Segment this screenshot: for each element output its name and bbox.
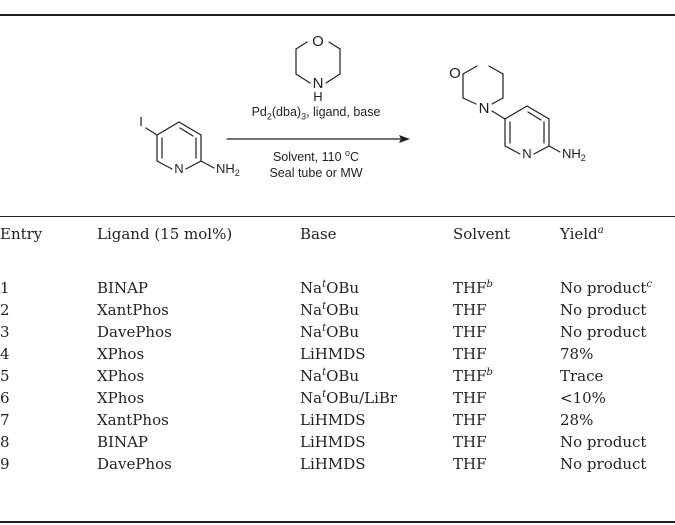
reagent-nitrogen-label: N (313, 75, 324, 92)
base-cell: NatOBu (300, 279, 360, 297)
yield-cell: 28% (560, 411, 594, 429)
table-row: 5 XPhos NatOBu THFb Trace (0, 367, 675, 389)
ligand-cell: XantPhos (97, 411, 169, 429)
table-row: 4 XPhos LiHMDS THF 78% (0, 345, 675, 367)
product-oxygen-label: O (449, 65, 461, 82)
base-cell: LiHMDS (300, 345, 366, 363)
conditions-line-3: Seal tube or MW (269, 166, 363, 180)
table-row: 1 BINAP NatOBu THFb No productc (0, 279, 675, 301)
yield-cell: <10% (560, 389, 606, 407)
solvent-cell: THFb (453, 279, 493, 297)
reaction-scheme: O N H I N NH2 O N N NH2 (139, 33, 586, 178)
ligand-cell: XantPhos (97, 301, 169, 319)
ligand-cell: DavePhos (97, 455, 172, 473)
top-rule (0, 14, 675, 16)
bottom-rule (0, 521, 675, 523)
product-ring-nitrogen-label: N (522, 146, 531, 161)
yield-cell: No product (560, 455, 647, 473)
ligand-cell: XPhos (97, 389, 145, 407)
header-solvent: Solvent (453, 225, 511, 243)
conditions-line-2: Solvent, 110 oC (272, 148, 360, 165)
table-row: 6 XPhos NatOBu/LiBr THF <10% (0, 389, 675, 411)
yield-cell: No product (560, 301, 647, 319)
solvent-cell: THF (453, 411, 487, 429)
entry-cell: 4 (0, 345, 10, 363)
ligand-cell: DavePhos (97, 323, 172, 341)
base-cell: NatOBu/LiBr (300, 389, 398, 407)
morpholine-reagent (295, 41, 341, 84)
solvent-cell: THF (453, 433, 487, 451)
header-base: Base (300, 225, 337, 243)
solvent-cell: THF (453, 323, 487, 341)
entry-cell: 7 (0, 411, 10, 429)
starting-material (145, 121, 215, 170)
base-cell: LiHMDS (300, 433, 366, 451)
table-row: 3 DavePhos NatOBu THF No product (0, 323, 675, 345)
table-row: 8 BINAP LiHMDS THF No product (0, 433, 675, 455)
entry-cell: 2 (0, 301, 10, 319)
table-row: 2 XantPhos NatOBu THF No product (0, 301, 675, 323)
ligand-cell: XPhos (97, 345, 145, 363)
solvent-cell: THFb (453, 367, 493, 385)
entry-cell: 5 (0, 367, 10, 385)
entry-cell: 8 (0, 433, 10, 451)
table-row: 7 XantPhos LiHMDS THF 28% (0, 411, 675, 433)
base-cell: NatOBu (300, 367, 360, 385)
conditions-line-1: Pd2(dba)3, ligand, base (251, 105, 381, 122)
reagent-hydrogen-label: H (313, 89, 322, 104)
sm-amine-label: NH2 (216, 161, 240, 178)
table-row: 9 DavePhos LiHMDS THF No product (0, 455, 675, 477)
base-cell: LiHMDS (300, 411, 366, 429)
entry-cell: 9 (0, 455, 10, 473)
product-amine-label: NH2 (562, 146, 586, 163)
yield-cell: Trace (560, 367, 604, 385)
yield-cell: 78% (560, 345, 594, 363)
ligand-cell: XPhos (97, 367, 145, 385)
header-ligand: Ligand (15 mol%) (97, 225, 233, 243)
product-morpholine-nitrogen-label: N (479, 100, 490, 117)
header-yield: Yielda (560, 225, 604, 243)
yield-cell: No product (560, 433, 647, 451)
solvent-cell: THF (453, 345, 487, 363)
yield-cell: No productc (560, 279, 653, 297)
iodine-label: I (139, 114, 143, 129)
yield-cell: No product (560, 323, 647, 341)
entry-cell: 3 (0, 323, 10, 341)
entry-cell: 6 (0, 389, 10, 407)
reagent-oxygen-label: O (312, 33, 324, 50)
solvent-cell: THF (453, 455, 487, 473)
base-cell: NatOBu (300, 323, 360, 341)
sm-ring-nitrogen-label: N (174, 161, 183, 176)
header-top-rule (0, 216, 675, 217)
ligand-cell: BINAP (97, 433, 148, 451)
entry-cell: 1 (0, 279, 10, 297)
header-entry: Entry (0, 225, 43, 243)
table-header: Entry Ligand (15 mol%) Base Solvent Yiel… (0, 225, 675, 247)
solvent-cell: THF (453, 389, 487, 407)
solvent-cell: THF (453, 301, 487, 319)
base-cell: NatOBu (300, 301, 360, 319)
product (462, 65, 561, 155)
ligand-cell: BINAP (97, 279, 148, 297)
base-cell: LiHMDS (300, 455, 366, 473)
